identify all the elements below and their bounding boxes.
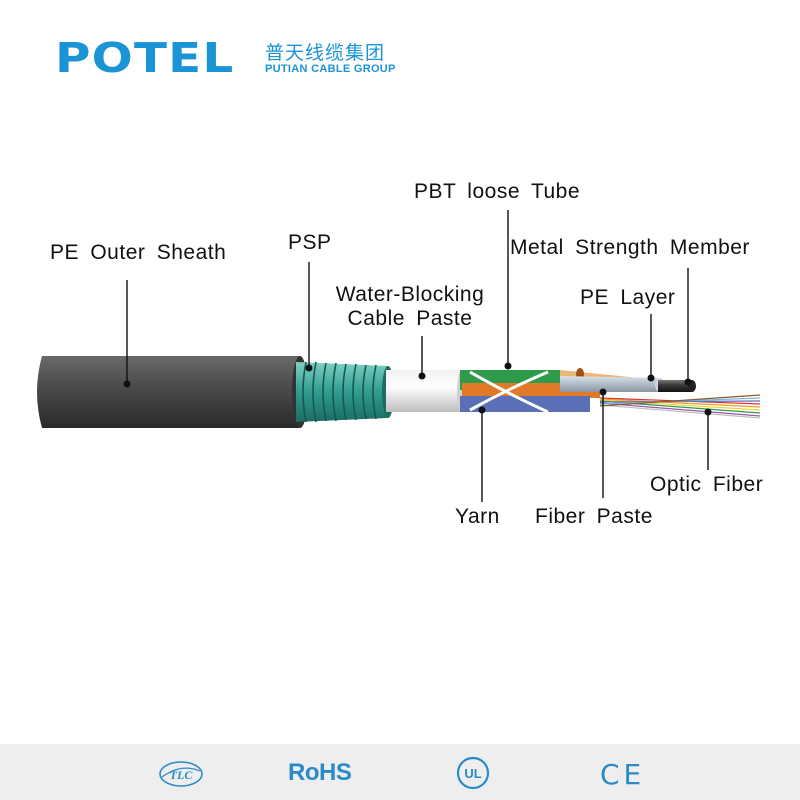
brand-name: POTEL [55, 34, 235, 82]
tlc-text: TLC [170, 768, 194, 782]
label-metal-strength-member: Metal Strength Member [510, 236, 750, 259]
brand-english-name: PUTIAN CABLE GROUP [265, 63, 396, 75]
ce-logo: CE [600, 758, 644, 794]
label-pe-layer: PE Layer [580, 286, 676, 309]
label-water-blocking-line1: Water-Blocking [335, 283, 485, 306]
brand-logo: POTEL 普天线缆集团 PUTIAN CABLE GROUP [55, 34, 415, 82]
psp-armor-shape [296, 361, 394, 423]
label-optic-fiber: Optic Fiber [650, 473, 764, 496]
rohs-logo: RoHS [288, 759, 352, 786]
optic-fibers-shape [599, 394, 761, 419]
ul-logo: UL [455, 755, 491, 796]
pe-outer-sheath-shape [37, 356, 308, 428]
ul-text: UL [464, 766, 481, 781]
ce-text: CE [600, 759, 644, 789]
strength-member-shape [560, 376, 696, 392]
label-pbt-loose-tube: PBT loose Tube [414, 180, 581, 203]
label-water-blocking: Water-Blocking Cable Paste [318, 283, 502, 331]
water-blocking-shape [386, 370, 467, 412]
leader-lines [126, 210, 709, 502]
leader-dots [123, 362, 712, 416]
label-psp: PSP [288, 231, 332, 254]
label-yarn: Yarn [455, 505, 500, 528]
label-fiber-paste: Fiber Paste [535, 505, 653, 528]
label-water-blocking-line2: Cable Paste [347, 307, 473, 330]
label-pe-outer-sheath: PE Outer Sheath [50, 241, 227, 264]
tlc-logo: TLC [158, 759, 204, 794]
certification-footer [0, 744, 800, 800]
brand-chinese-name: 普天线缆集团 [265, 42, 386, 64]
